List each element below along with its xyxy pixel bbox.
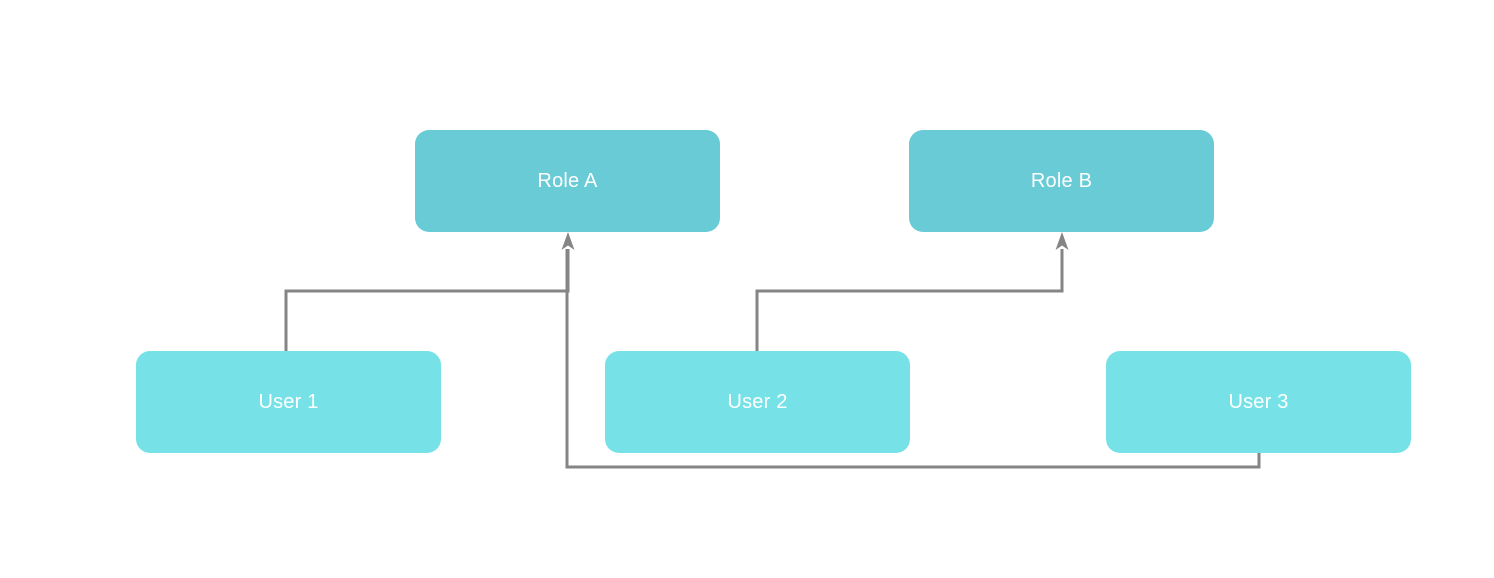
node-user-2-label: User 2 (727, 391, 788, 413)
node-user-1[interactable]: User 1 (136, 351, 441, 453)
node-role-a[interactable]: Role A (415, 130, 720, 232)
edge-user2-to-role-b (755, 249, 1064, 351)
edge-user1-to-role-a (284, 249, 570, 351)
node-role-b[interactable]: Role B (909, 130, 1214, 232)
node-role-a-label: Role A (537, 170, 598, 192)
node-user-3-label: User 3 (1228, 391, 1289, 413)
edge-user3-to-role-a (565, 249, 1261, 469)
arrowhead-into-role-b (1055, 232, 1069, 250)
node-user-3[interactable]: User 3 (1106, 351, 1411, 453)
node-user-1-label: User 1 (258, 391, 319, 413)
node-user-2[interactable]: User 2 (605, 351, 910, 453)
node-role-b-label: Role B (1030, 170, 1093, 192)
arrowhead-into-role-a (561, 232, 575, 250)
